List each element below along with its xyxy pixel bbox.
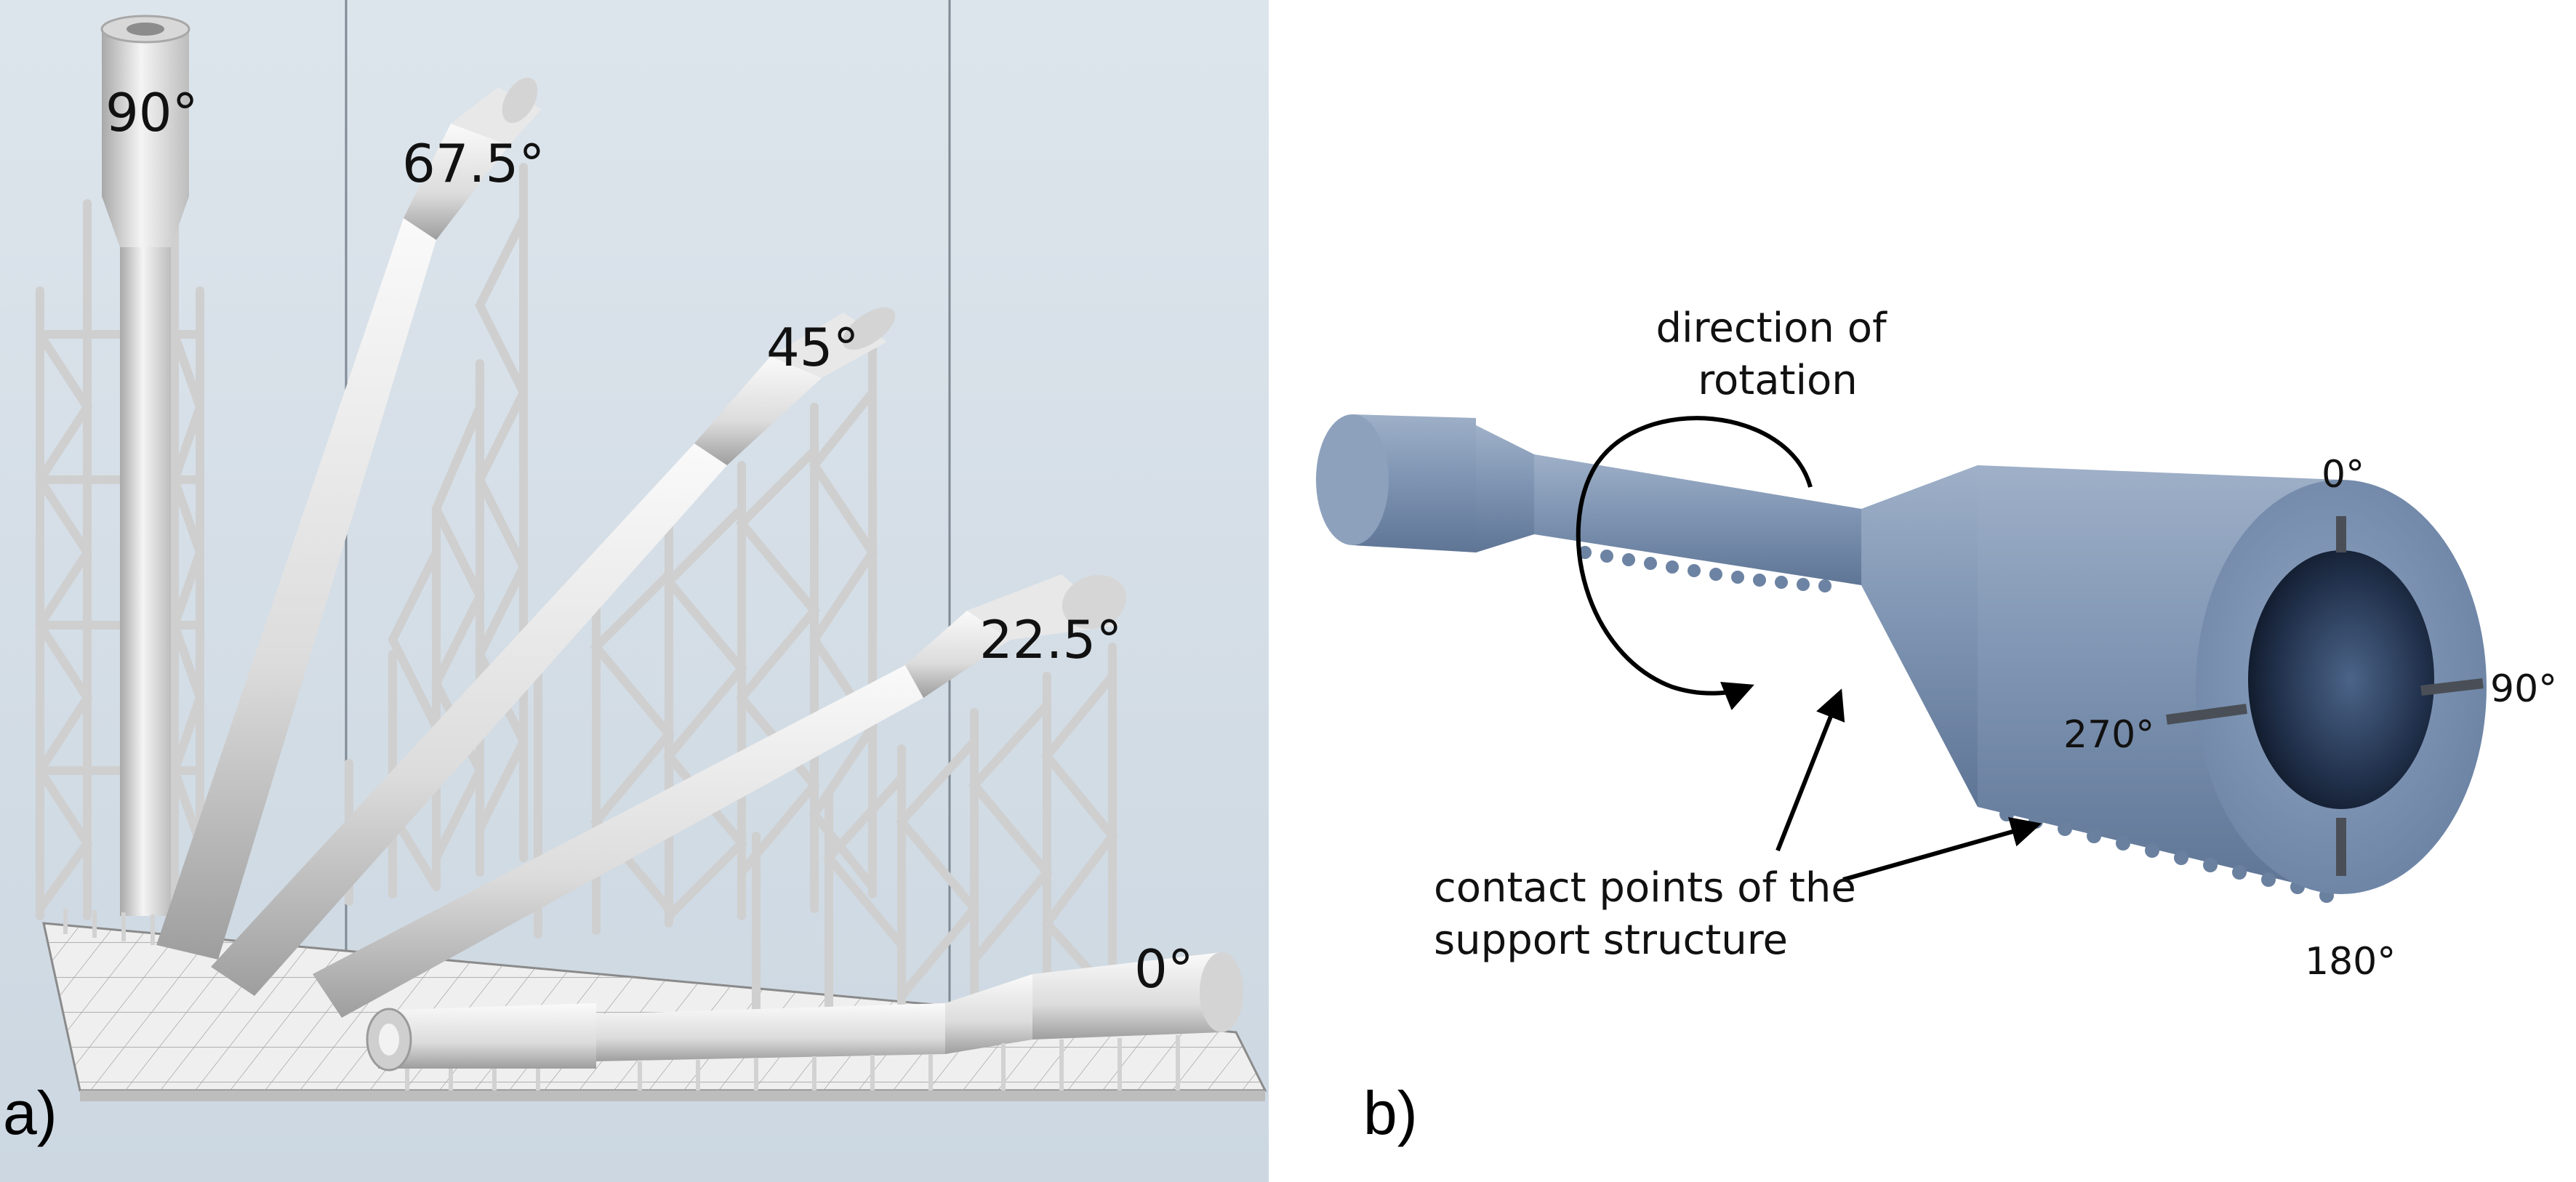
position-label-90: 90° bbox=[2490, 667, 2557, 711]
contact-label-line-1: contact points of the bbox=[1434, 864, 1856, 912]
angle-label-90: 90° bbox=[105, 82, 198, 143]
angle-label-22-5: 22.5° bbox=[979, 609, 1122, 670]
panel-a: 90° 67.5° 45° 22.5° 0° a) bbox=[0, 0, 1269, 1182]
rotation-arrow bbox=[1576, 416, 1813, 710]
support-pins bbox=[63, 909, 1180, 1090]
angle-label-45: 45° bbox=[766, 317, 859, 378]
contact-label: contact points of the support structure bbox=[1434, 864, 1869, 964]
position-label-0: 0° bbox=[2322, 453, 2364, 496]
part-90-degrees bbox=[100, 15, 190, 916]
part-0-degrees bbox=[366, 952, 1243, 1072]
panel-b: direction of rotation contact points of … bbox=[1316, 305, 2557, 1147]
rotation-label: direction of rotation bbox=[1656, 305, 1900, 404]
rotation-label-line-1: direction of bbox=[1656, 305, 1887, 352]
panel-label-b: b) bbox=[1363, 1079, 1418, 1147]
position-label-180: 180° bbox=[2305, 940, 2396, 984]
angle-label-67-5: 67.5° bbox=[402, 133, 545, 194]
bore bbox=[2248, 550, 2434, 809]
part-45-degrees bbox=[211, 307, 896, 996]
part-22-5-degrees bbox=[313, 574, 1127, 1018]
position-markers bbox=[2166, 516, 2484, 876]
rotation-label-line-2: rotation bbox=[1698, 357, 1858, 404]
contact-label-line-2: support structure bbox=[1434, 917, 1788, 964]
position-label-270: 270° bbox=[2063, 713, 2154, 757]
specimen-model bbox=[1316, 414, 2487, 903]
panel-label-a: a) bbox=[3, 1079, 57, 1147]
contact-arrows bbox=[1775, 688, 2042, 882]
part-67-5-degrees bbox=[156, 77, 542, 960]
angle-label-0: 0° bbox=[1134, 938, 1194, 1000]
